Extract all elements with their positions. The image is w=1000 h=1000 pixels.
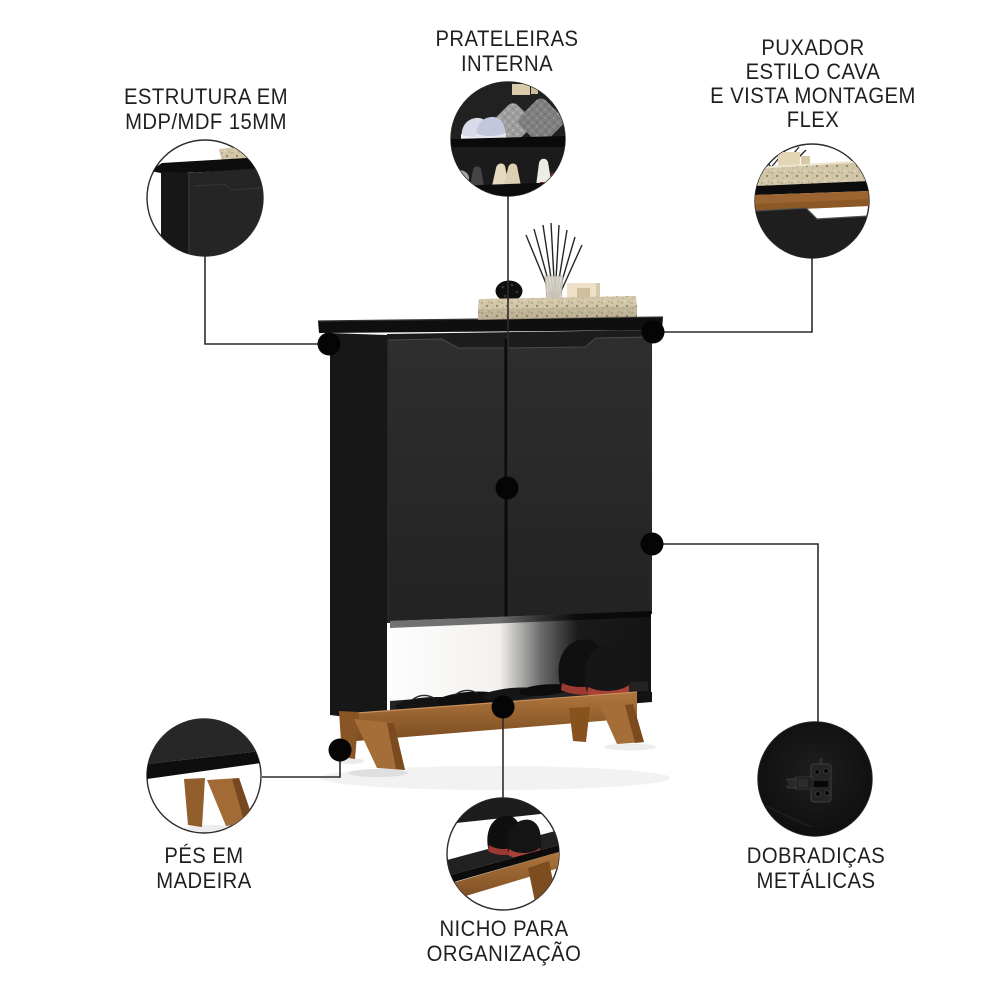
dot-estrutura	[317, 332, 341, 356]
label-line: DOBRADIÇAS	[746, 843, 886, 868]
decor-pom	[495, 280, 523, 302]
label-line: PÉS EM	[164, 843, 244, 868]
metal-hinge-icon	[783, 758, 832, 803]
shoe-cabinet	[317, 222, 670, 790]
dot-dobradicas	[640, 532, 664, 556]
label-nicho: NICHO PARA ORGANIZAÇÃO	[366, 916, 642, 966]
detail-circle-nicho	[446, 797, 560, 911]
floor-shadow	[320, 766, 670, 790]
callout-connectors	[204, 196, 819, 798]
label-line: ESTILO CAVA	[745, 59, 881, 84]
connector-estrutura	[204, 256, 329, 345]
detail-circle-puxador	[754, 143, 870, 259]
label-line: INTERNA	[460, 51, 554, 76]
detail-circle-prateleiras	[450, 81, 566, 197]
cabinet-side-panel	[330, 333, 387, 722]
detail-circle-estrutura	[146, 139, 264, 257]
cabinet-top-board	[318, 317, 663, 333]
right-door	[508, 337, 651, 618]
label-estrutura: ESTRUTURA EM MDP/MDF 15MM	[68, 84, 344, 134]
marble-tray	[478, 296, 637, 309]
label-line: FLEX	[786, 107, 840, 132]
label-line: METÁLICAS	[756, 868, 876, 893]
cabinet-niche	[390, 611, 651, 721]
label-puxador: PUXADOR ESTILO CAVA E VISTA MONTAGEM FLE…	[675, 36, 951, 132]
detail-circle-dobradicas	[757, 721, 873, 837]
label-line: ESTRUTURA EM	[123, 84, 289, 109]
label-dobradicas: DOBRADIÇAS METÁLICAS	[678, 843, 954, 893]
label-line: ORGANIZAÇÃO	[426, 941, 582, 966]
dot-pes	[328, 738, 352, 762]
dot-nicho	[491, 695, 515, 719]
top-decor	[477, 222, 638, 321]
dot-puxador	[641, 320, 665, 344]
label-line: PUXADOR	[761, 35, 865, 60]
left-door	[388, 339, 504, 623]
cava-handle-left	[387, 338, 504, 349]
dot-prateleiras	[495, 476, 519, 500]
cava-handle-right	[507, 336, 652, 349]
connector-dobradicas	[652, 543, 819, 722]
connector-pes	[262, 750, 341, 778]
label-line: NICHO PARA	[439, 916, 569, 941]
cabinet-doors	[387, 336, 652, 623]
sneakers	[558, 639, 631, 699]
label-line: PRATELEIRAS	[435, 26, 579, 51]
label-line: MADEIRA	[156, 868, 252, 893]
label-pes: PÉS EM MADEIRA	[66, 843, 342, 893]
callout-dots	[317, 320, 665, 762]
connector-puxador	[653, 258, 813, 333]
label-line: MDP/MDF 15MM	[125, 109, 287, 134]
wooden-base-rail	[344, 692, 637, 742]
label-line: E VISTA MONTAGEM	[710, 83, 916, 108]
label-prateleiras: PRATELEIRAS INTERNA	[369, 26, 645, 76]
detail-circle-pes	[146, 718, 262, 834]
